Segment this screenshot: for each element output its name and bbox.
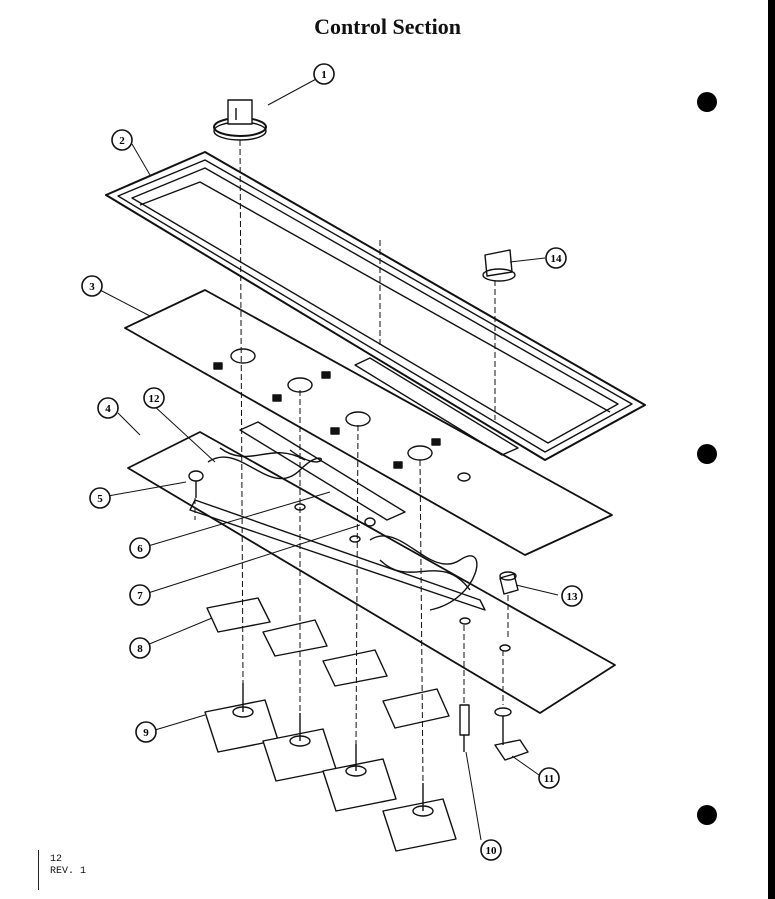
callout-number: 9 [143, 727, 149, 739]
callout-11: 11 [538, 767, 560, 789]
callout-number: 1 [321, 69, 327, 81]
callout-number: 2 [119, 135, 125, 147]
part-overlay-panel [124, 289, 613, 556]
callout-number: 3 [89, 281, 95, 293]
callout-9: 9 [135, 721, 157, 743]
leader-lines [96, 77, 559, 841]
revision-label: REV. 1 [50, 866, 87, 877]
callout-4: 4 [97, 397, 119, 419]
callout-number: 12 [149, 393, 161, 405]
callout-number: 6 [137, 543, 143, 555]
callout-number: 10 [486, 845, 498, 857]
part-insulators [206, 597, 450, 729]
page-title: Control Section [314, 14, 461, 39]
part-knob-1 [213, 99, 267, 141]
callout-6: 6 [129, 537, 151, 559]
callout-13: 13 [561, 585, 583, 607]
page-number: 12 [50, 854, 63, 865]
callout-number: 8 [137, 643, 143, 655]
part-switches [204, 683, 457, 852]
callout-number: 4 [105, 403, 111, 415]
alignment-lines [194, 139, 509, 784]
part-nut [499, 571, 519, 595]
part-knob-14 [482, 249, 516, 282]
footer-rule [38, 850, 39, 890]
callout-number: 14 [551, 253, 563, 265]
callout-number: 11 [544, 773, 554, 785]
callout-number: 5 [97, 493, 103, 505]
callout-14: 14 [545, 247, 567, 269]
callout-2: 2 [111, 129, 133, 151]
callout-8: 8 [129, 637, 151, 659]
callout-number: 13 [567, 591, 579, 603]
callout-10: 10 [480, 839, 502, 861]
binding-edge [768, 0, 775, 899]
part-pilot-lamp [459, 704, 470, 752]
part-bezel-frame [105, 151, 646, 461]
punch-hole-middle [697, 444, 717, 464]
punch-hole-bottom [697, 805, 717, 825]
part-screw [188, 470, 204, 498]
page-footer: 12 REV. 1 [50, 854, 86, 878]
callout-1: 1 [313, 63, 335, 85]
punch-hole-top [697, 92, 717, 112]
part-circuit-board [127, 421, 616, 714]
callout-5: 5 [89, 487, 111, 509]
callout-12: 12 [143, 387, 165, 409]
callout-3: 3 [81, 275, 103, 297]
callout-number: 7 [137, 590, 143, 602]
part-terminal [494, 707, 529, 761]
callout-7: 7 [129, 584, 151, 606]
